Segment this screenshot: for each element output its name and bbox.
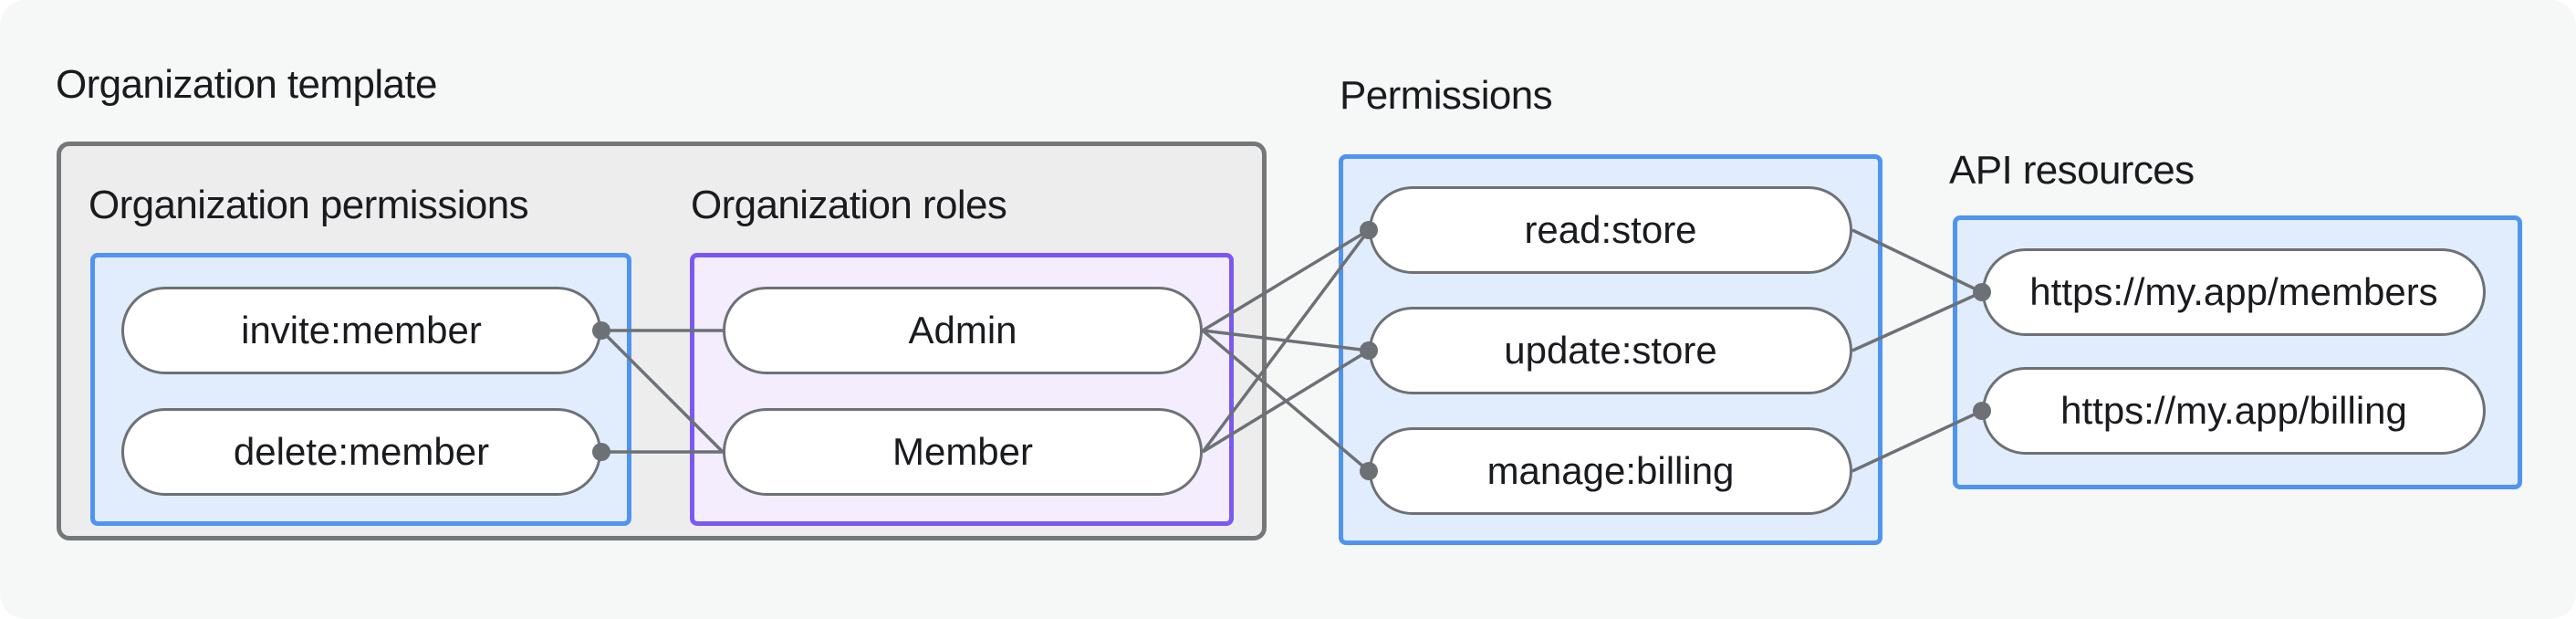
node-delete-member: delete:member (121, 408, 601, 496)
org-roles-heading: Organization roles (691, 183, 1007, 227)
node-member-role: Member (723, 408, 1203, 496)
node-api-members-url: https://my.app/members (1982, 248, 2486, 336)
api-resources-heading: API resources (1949, 148, 2195, 193)
permissions-heading: Permissions (1340, 73, 1553, 118)
node-manage-billing: manage:billing (1369, 427, 1852, 515)
node-admin-role: Admin (723, 287, 1203, 374)
node-api-billing-url: https://my.app/billing (1982, 367, 2486, 455)
node-invite-member: invite:member (121, 287, 601, 374)
node-update-store: update:store (1369, 307, 1852, 394)
org-permissions-heading: Organization permissions (89, 183, 529, 227)
node-read-store: read:store (1369, 186, 1852, 274)
org-template-heading: Organization template (56, 62, 437, 107)
